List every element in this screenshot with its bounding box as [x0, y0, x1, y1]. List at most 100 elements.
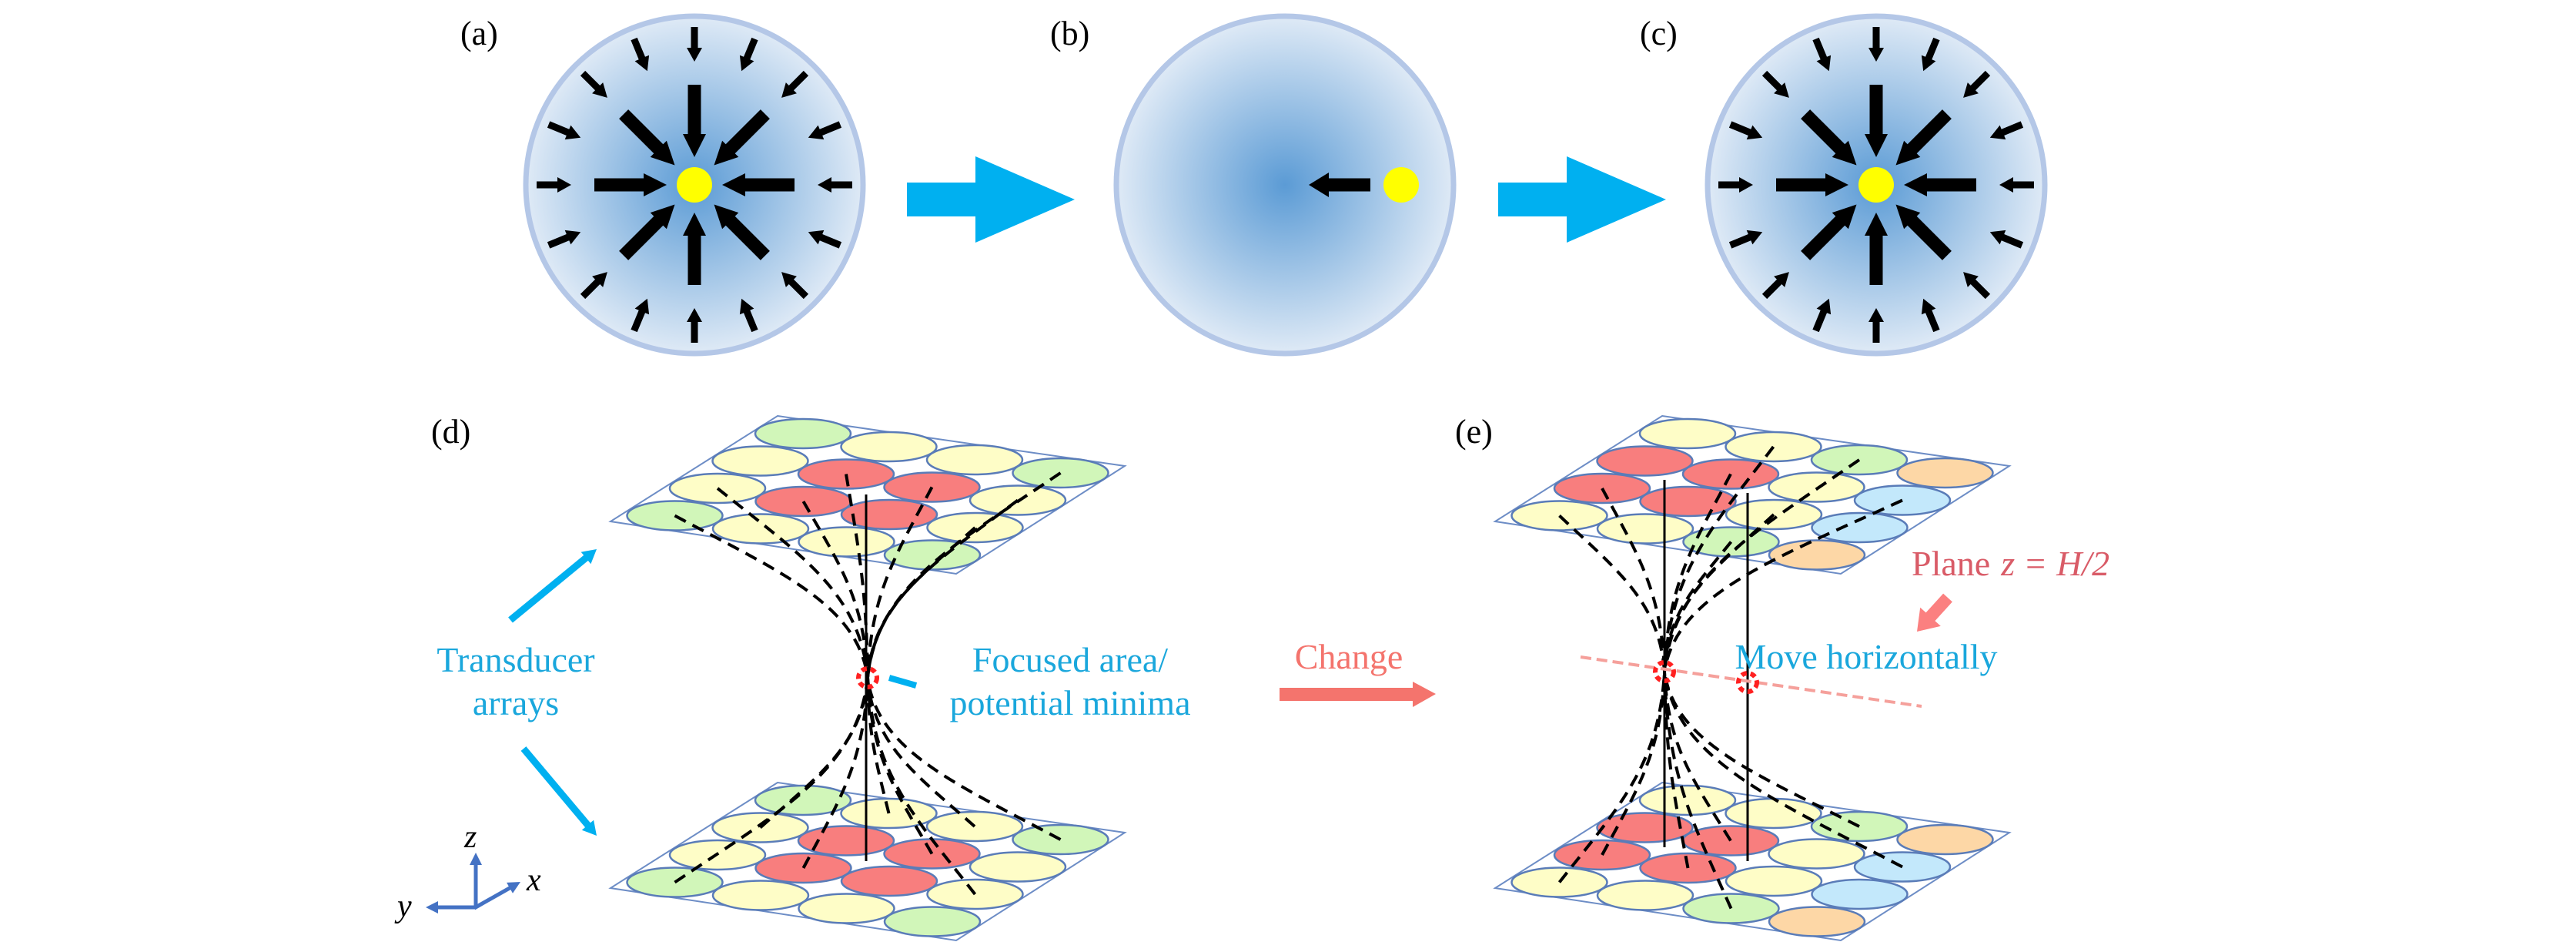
- force-arrow-outer: [1963, 70, 1991, 98]
- panel-label-a: (a): [460, 15, 498, 52]
- force-arrow-outer: [1963, 272, 1991, 300]
- force-arrow-outer: [739, 298, 758, 333]
- z-axis-arrow: [470, 853, 482, 907]
- transducer-green: [883, 906, 982, 937]
- panel-label-e: (e): [1455, 413, 1493, 451]
- panel-e: (e): [1455, 413, 2012, 942]
- panel-c: (c): [1640, 13, 2048, 357]
- transducer-yellow: [798, 526, 895, 558]
- panel-b: (b): [1050, 13, 1457, 357]
- force-arrow-outer: [1761, 272, 1789, 300]
- transducer-yellow: [969, 851, 1067, 883]
- force-arrow-outer: [1728, 230, 1763, 249]
- force-arrow-outer: [1718, 177, 1753, 193]
- step-arrow-b-to-c: [1498, 156, 1666, 243]
- particle: [1858, 167, 1894, 203]
- transducer-yellow: [925, 444, 1024, 476]
- transducer-orange: [1896, 457, 1994, 489]
- panel-label-c: (c): [1640, 15, 1678, 52]
- transducer-red: [1596, 445, 1694, 477]
- transducer-red: [840, 865, 938, 897]
- transducer-red: [797, 825, 895, 856]
- mid-plane-line: [1580, 655, 1922, 708]
- y-axis-arrow: [426, 901, 476, 913]
- force-arrow-outer: [739, 37, 758, 72]
- transducer-yellow: [1725, 865, 1823, 897]
- panel-d: (d): [431, 413, 1127, 942]
- beam-path: [866, 677, 977, 896]
- force-arrow-outer: [781, 70, 809, 98]
- plane-pointer-arrow: [1917, 593, 1952, 632]
- force-arrow-outer: [687, 27, 702, 62]
- force-arrow-outer: [580, 272, 607, 300]
- transducer-yellow: [1638, 417, 1737, 450]
- transducer-red: [1596, 812, 1694, 843]
- transducer-label-line2: arrays: [473, 683, 559, 722]
- beam-path: [866, 677, 976, 828]
- force-arrow-inner: [683, 213, 706, 285]
- beam-path: [1663, 498, 1903, 672]
- transducer-orange: [1896, 823, 1994, 856]
- force-arrow-outer: [1921, 37, 1940, 72]
- plane-eq-equals: =: [2026, 544, 2046, 583]
- force-arrow-inner: [714, 109, 770, 166]
- x-axis-arrow: [473, 882, 520, 910]
- transducer-blue: [1811, 878, 1909, 910]
- transducer-green: [754, 417, 852, 450]
- force-arrow-outer: [1921, 298, 1940, 333]
- axis-label-y: y: [394, 889, 412, 924]
- force-arrow-inner: [1776, 173, 1848, 196]
- transducer-yellow: [1768, 838, 1865, 870]
- force-arrow-outer: [1989, 121, 2024, 140]
- focus-point-moved: [1736, 671, 1759, 694]
- transducer-green: [754, 784, 852, 816]
- force-arrow-inner: [619, 109, 675, 166]
- transducer-yellow: [1638, 784, 1737, 816]
- force-arrow-outer: [580, 70, 607, 98]
- force-arrow-outer: [1868, 308, 1884, 343]
- force-arrow-inner: [1865, 85, 1888, 157]
- force-arrow-outer: [818, 177, 852, 193]
- transducer-yellow: [798, 893, 895, 924]
- force-arrow-outer: [547, 121, 581, 140]
- force-arrow-outer: [1812, 37, 1832, 72]
- beam-path: [759, 677, 869, 829]
- focus-point: [856, 666, 879, 689]
- beam-path: [1601, 488, 1666, 672]
- pointer-arrow-bottom-array: [520, 746, 597, 836]
- transducer-orange: [1768, 906, 1866, 937]
- force-arrow-inner: [1865, 213, 1888, 285]
- force-arrow-outer: [1868, 27, 1884, 62]
- force-arrow-inner: [683, 85, 706, 157]
- beam-path: [1601, 671, 1666, 856]
- transducer-array-bottom: [608, 781, 1127, 942]
- transducer-orange: [1768, 539, 1866, 571]
- panel-label-d: (d): [431, 413, 470, 451]
- beam-path: [866, 486, 934, 679]
- change-arrow: [1280, 682, 1436, 707]
- focused-label-line1: Focused area/: [972, 640, 1168, 679]
- panel-label-b: (b): [1050, 15, 1089, 52]
- force-arrow-inner: [619, 204, 675, 260]
- plane-eq-rhs: H/2: [2056, 544, 2109, 583]
- force-arrow-inner: [722, 173, 795, 196]
- force-arrow-outer: [781, 272, 809, 300]
- focus-pointer: [888, 675, 918, 689]
- beam-path: [1663, 445, 1775, 672]
- beam-path: [1663, 473, 1732, 672]
- force-arrow-outer: [631, 37, 650, 72]
- axis-label-x: x: [526, 863, 541, 898]
- force-arrow-inner: [1801, 109, 1857, 166]
- beam-path: [1558, 515, 1666, 672]
- transducer-yellow: [1596, 513, 1694, 545]
- particle: [1383, 167, 1419, 203]
- transducer-yellow: [1768, 471, 1865, 503]
- beam-path: [1663, 513, 1775, 672]
- force-arrow-outer: [1812, 298, 1832, 333]
- force-arrow-outer: [687, 308, 702, 343]
- panel-a: (a): [460, 13, 866, 357]
- plane-word: Plane: [1912, 544, 1990, 583]
- beam-path: [1663, 671, 1732, 842]
- transducer-yellow: [1725, 797, 1822, 830]
